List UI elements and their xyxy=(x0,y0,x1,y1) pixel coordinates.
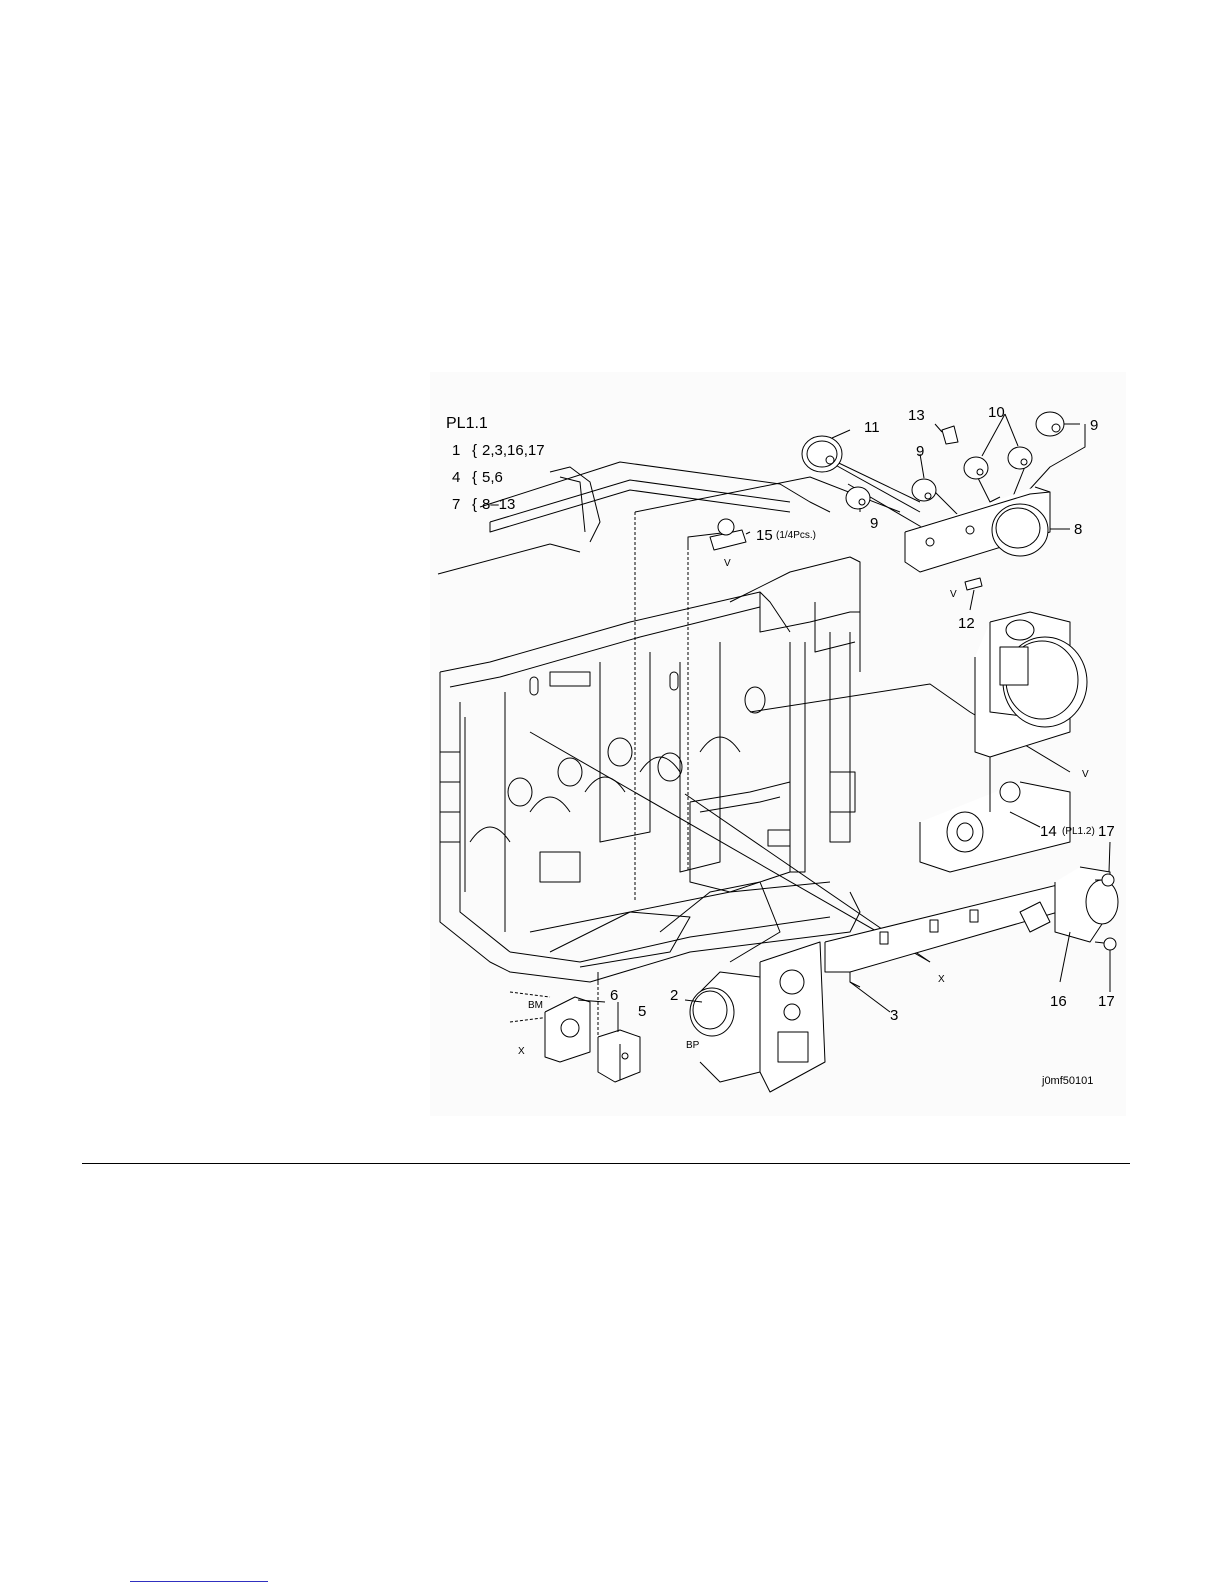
motor-5 xyxy=(598,1030,640,1082)
assembly-4-children: 5,6 xyxy=(482,469,503,486)
assembly-7-children: 8–13 xyxy=(482,496,515,513)
gear-9-left xyxy=(846,487,870,509)
callout-14-note: (PL1.2) xyxy=(1062,826,1095,837)
brace-icon: { xyxy=(472,469,477,486)
assembly-4-parent: 4 xyxy=(452,469,460,486)
callout-16: 16 xyxy=(1050,993,1067,1010)
callout-2: 2 xyxy=(670,987,678,1004)
brace-icon: { xyxy=(472,496,477,513)
exploded-view-drawing: PL1.1 1 { 2,3,16,17 4 { 5,6 7 { 8–13 11 … xyxy=(430,372,1126,1116)
bracket-13 xyxy=(942,426,958,444)
callout-13: 13 xyxy=(908,407,925,424)
parts-diagram: PL1.1 1 { 2,3,16,17 4 { 5,6 7 { 8–13 11 … xyxy=(430,372,1126,1116)
ref-mark-v-mid: V xyxy=(950,589,957,600)
bracket-12 xyxy=(965,578,982,590)
gear-9-mid xyxy=(912,479,936,501)
figure-id: j0mf50101 xyxy=(1041,1075,1093,1087)
bracket-15 xyxy=(710,519,746,550)
horizontal-rule xyxy=(82,1163,1130,1164)
ref-mark-v-right: V xyxy=(1082,769,1089,780)
callout-5: 5 xyxy=(638,1003,646,1020)
gear-11 xyxy=(802,436,842,472)
callout-3: 3 xyxy=(890,1007,898,1024)
footer-link-underline[interactable] xyxy=(130,1581,268,1582)
callout-17-lower: 17 xyxy=(1098,993,1115,1010)
assembly-1-children: 2,3,16,17 xyxy=(482,442,545,459)
plate-title: PL1.1 xyxy=(446,415,488,432)
callout-8: 8 xyxy=(1074,521,1082,538)
ref-mark-x-right: X xyxy=(938,974,945,985)
gear-10-b xyxy=(1008,447,1032,469)
ref-mark-x-left: X xyxy=(518,1046,525,1057)
motor-bracket-large xyxy=(760,942,825,1092)
callout-6: 6 xyxy=(610,987,618,1004)
callout-15-note: (1/4Pcs.) xyxy=(776,530,816,541)
callout-10: 10 xyxy=(988,404,1005,421)
ref-mark-v-top: V xyxy=(724,558,731,569)
callout-17-upper: 17 xyxy=(1098,823,1115,840)
ref-mark-bm: BM xyxy=(528,1000,543,1011)
callout-9-left: 9 xyxy=(870,515,878,532)
callout-12: 12 xyxy=(958,615,975,632)
assembly-1-parent: 1 xyxy=(452,442,460,459)
bracket-6 xyxy=(545,997,590,1062)
assembly-7-parent: 7 xyxy=(452,496,460,513)
callout-9-mid: 9 xyxy=(916,443,924,460)
callout-9-right: 9 xyxy=(1090,417,1098,434)
motor-2 xyxy=(690,972,760,1082)
ref-mark-bp: BP xyxy=(686,1040,700,1051)
callout-11: 11 xyxy=(864,419,880,436)
gear-10-a xyxy=(964,457,988,479)
callout-14: 14 xyxy=(1040,823,1057,840)
leader-lines xyxy=(510,512,688,1072)
screw-17-lower xyxy=(1095,938,1116,950)
brace-icon: { xyxy=(472,442,477,459)
gear-9-right xyxy=(1036,412,1064,436)
callout-15: 15 xyxy=(756,527,773,544)
